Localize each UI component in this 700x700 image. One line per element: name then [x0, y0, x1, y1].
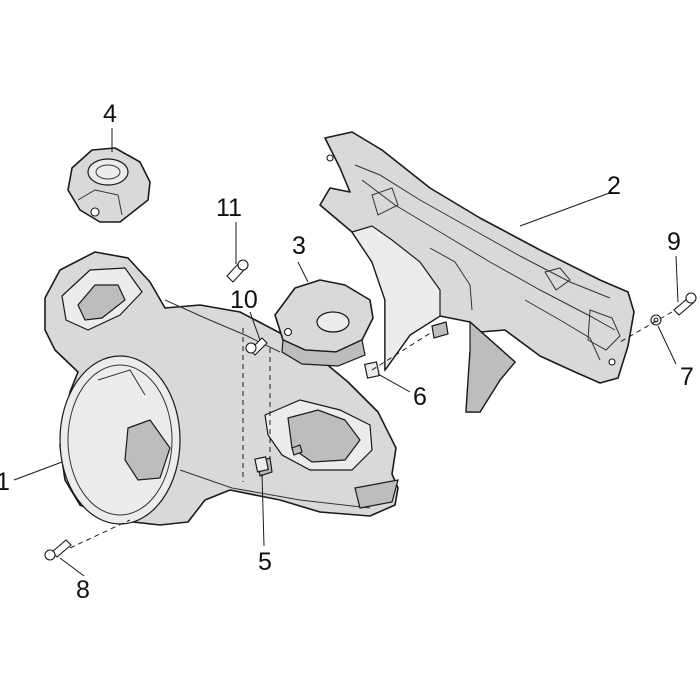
- leader-lines: [13, 128, 679, 577]
- callout-11: 11: [216, 194, 242, 222]
- assembly-lines: [69, 311, 673, 549]
- callout-8: 8: [76, 576, 90, 604]
- callout-7: 7: [680, 363, 694, 391]
- callout-labels: 4 11 3 2 9 10 6 7 1 5 8: [0, 100, 694, 604]
- screw-part-11: [226, 259, 249, 283]
- callout-5: 5: [258, 548, 272, 576]
- callout-3: 3: [292, 232, 306, 260]
- clip-part-5: [254, 456, 270, 473]
- screw-part-8: [44, 539, 72, 561]
- front-handlebar-cover: [44, 251, 399, 526]
- callout-10: 10: [230, 286, 258, 314]
- callout-6: 6: [413, 383, 427, 411]
- screw-part-9: [673, 292, 697, 316]
- screw-part-10: [245, 337, 268, 356]
- cover-plate-part-3: [274, 279, 374, 367]
- callout-9: 9: [667, 228, 681, 256]
- cap-part-4: [67, 147, 151, 223]
- callout-1: 1: [0, 468, 10, 496]
- callout-4: 4: [103, 100, 117, 128]
- rear-handlebar-cover: [319, 131, 635, 413]
- callout-2: 2: [607, 172, 621, 200]
